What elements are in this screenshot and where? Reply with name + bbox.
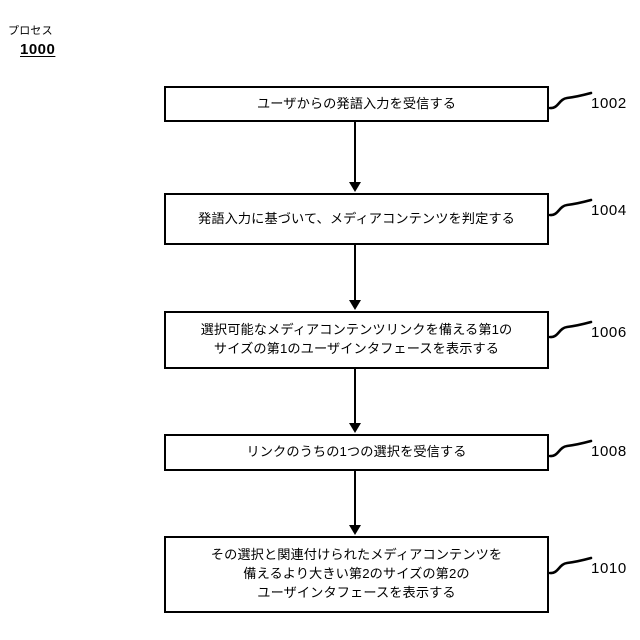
flow-node-1006-label: 選択可能なメディアコンテンツリンクを備える第1の サイズの第1のユーザインタフェ… [200, 322, 513, 356]
connector-1002-to-1004 [354, 122, 357, 183]
flow-node-1002: ユーザからの発語入力を受信する [164, 86, 549, 122]
connector-1008-to-1010 [354, 471, 357, 526]
leader-line-1008-icon [548, 438, 593, 464]
flow-node-1008-label: リンクのうちの1つの選択を受信する [246, 444, 467, 460]
arrowhead-down-icon [349, 182, 361, 192]
figure-caption-title: プロセス [8, 25, 53, 37]
flow-node-1002-label: ユーザからの発語入力を受信する [256, 95, 457, 111]
reference-numeral-1006: 1006 [591, 324, 627, 341]
reference-numeral-1004: 1004 [591, 202, 627, 219]
flow-node-1006: 選択可能なメディアコンテンツリンクを備える第1の サイズの第1のユーザインタフェ… [164, 311, 549, 369]
arrowhead-down-icon [349, 525, 361, 535]
reference-numeral-1010: 1010 [591, 560, 627, 577]
leader-line-1002-icon [548, 90, 593, 116]
flow-node-1010: その選択と関連付けられたメディアコンテンツを 備えるより大きい第2のサイズの第2… [164, 536, 549, 613]
flow-node-1004-label: 発語入力に基づいて、メディアコンテンツを判定する [198, 210, 515, 226]
connector-1004-to-1006 [354, 245, 357, 301]
figure-caption: プロセス 1000 [8, 25, 56, 58]
leader-line-1004-icon [548, 197, 593, 223]
reference-numeral-1002: 1002 [591, 95, 627, 112]
flow-node-1004: 発語入力に基づいて、メディアコンテンツを判定する [164, 193, 549, 245]
leader-line-1010-icon [548, 555, 593, 581]
flow-node-1010-label: その選択と関連付けられたメディアコンテンツを 備えるより大きい第2のサイズの第2… [210, 547, 503, 600]
figure-caption-number: 1000 [20, 41, 56, 58]
arrowhead-down-icon [349, 300, 361, 310]
reference-numeral-1008: 1008 [591, 443, 627, 460]
arrowhead-down-icon [349, 423, 361, 433]
flow-node-1008: リンクのうちの1つの選択を受信する [164, 434, 549, 471]
leader-line-1006-icon [548, 319, 593, 345]
connector-1006-to-1008 [354, 369, 357, 424]
